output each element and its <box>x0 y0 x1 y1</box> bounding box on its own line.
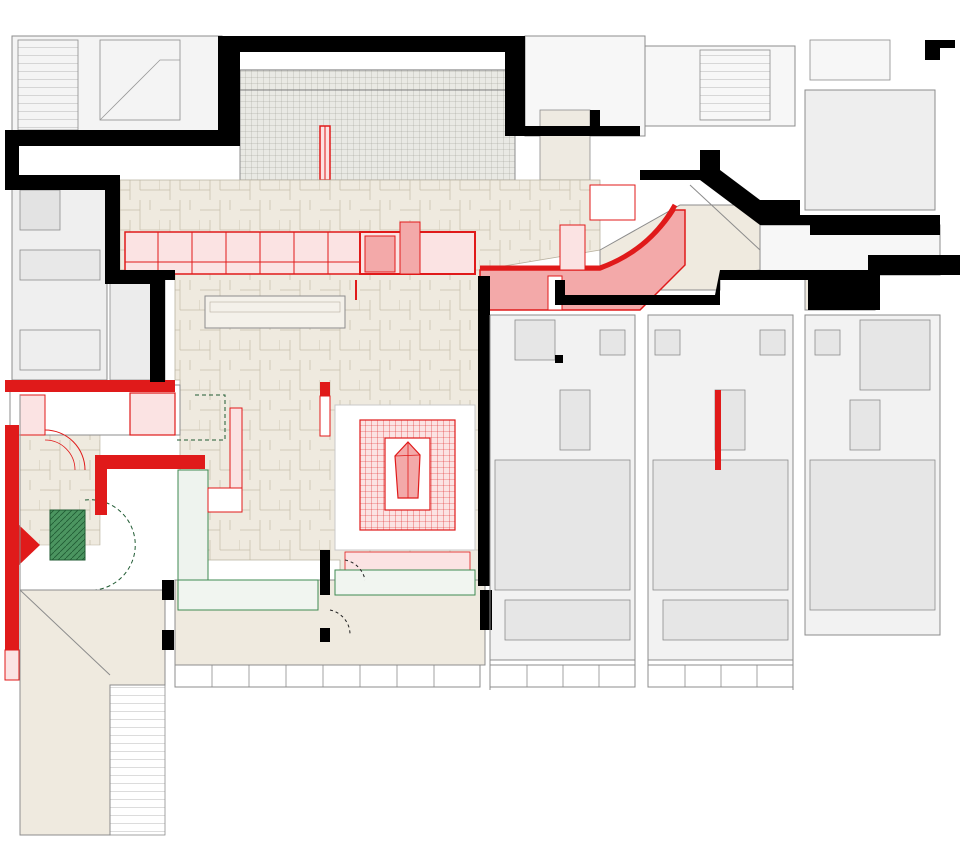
stair-right-top <box>699 49 771 121</box>
partition-lines <box>19 315 806 690</box>
left-upper-rooms <box>11 35 223 381</box>
stair-lower-left <box>109 684 166 836</box>
top-right-rooms <box>524 35 936 211</box>
railing-strip <box>174 664 481 688</box>
green-glass-panel <box>49 509 86 561</box>
red-counter <box>124 221 476 300</box>
structural-walls <box>5 36 960 650</box>
top-terrace <box>239 69 516 181</box>
red-left-wall <box>4 380 331 681</box>
stair-left-top <box>17 39 79 131</box>
central-exhibit <box>334 404 476 571</box>
guest-rooms <box>489 314 941 688</box>
lower-left-area <box>9 384 226 836</box>
